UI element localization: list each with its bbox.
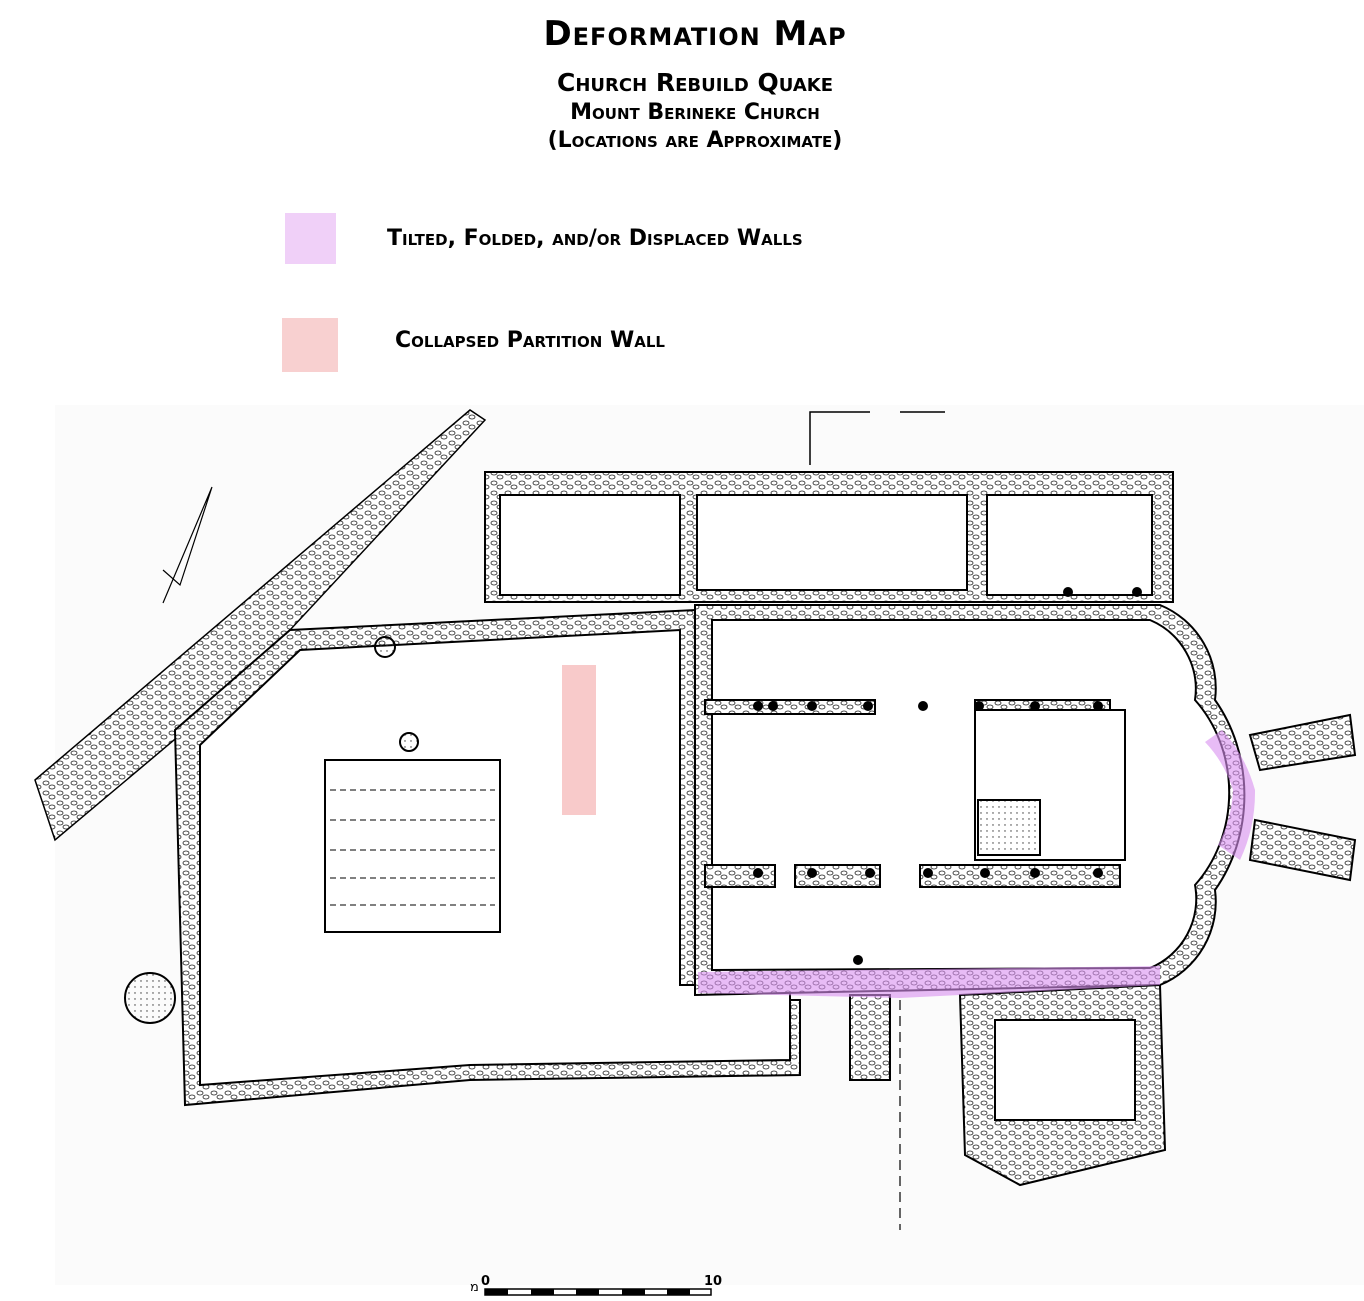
tilted-apse-wall-highlight bbox=[1205, 730, 1256, 860]
map-subtitle: Church Rebuild Quake bbox=[556, 68, 834, 97]
legend-label-tilted-walls: Tilted, Folded, and/or Displaced Walls bbox=[387, 226, 803, 251]
column-bases bbox=[753, 587, 1142, 965]
scale-unit-label: מ bbox=[470, 1280, 479, 1295]
walls bbox=[124, 411, 1357, 1230]
tilted-south-wall-highlight bbox=[698, 966, 1160, 998]
north-arrow-icon bbox=[162, 486, 213, 604]
collapsed-partition-wall-highlight bbox=[562, 665, 596, 815]
legend-swatch-tilted-walls bbox=[285, 213, 336, 264]
legend-label-collapsed-wall: Collapsed Partition Wall bbox=[395, 328, 665, 353]
approximation-note: (Locations are Approximate) bbox=[547, 128, 843, 153]
map-title: Deformation Map bbox=[543, 14, 847, 54]
scale-start-label: 0 bbox=[481, 1274, 491, 1289]
site-name: Mount Berineke Church bbox=[570, 100, 820, 125]
scale-end-label: 10 bbox=[704, 1274, 723, 1289]
legend-swatch-collapsed-wall bbox=[282, 318, 338, 372]
scale-bar bbox=[484, 1288, 712, 1296]
